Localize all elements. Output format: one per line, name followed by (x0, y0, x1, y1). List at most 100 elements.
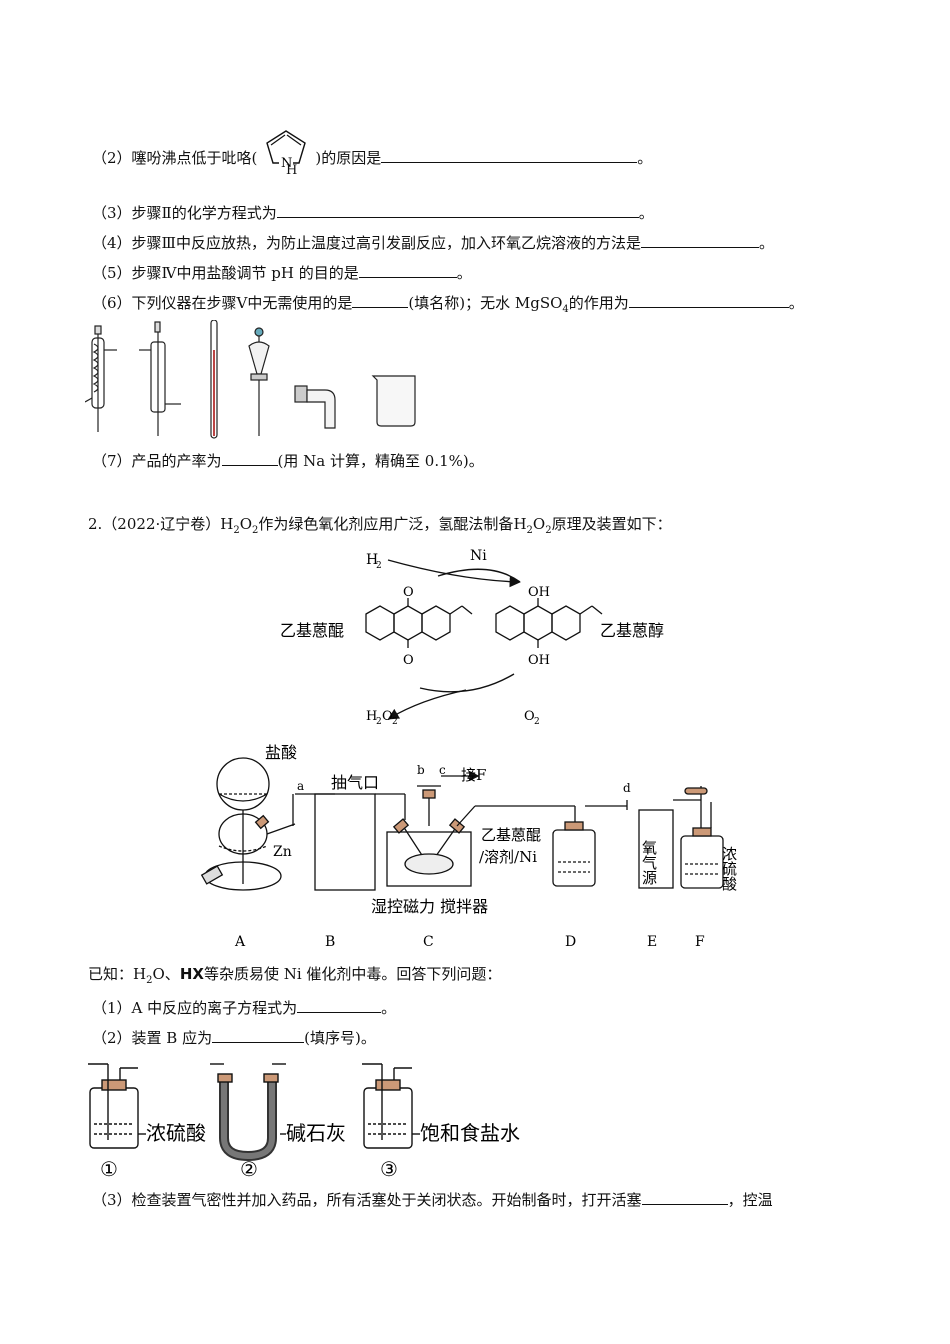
valve-c: c (439, 763, 446, 777)
letter-b: B (325, 934, 335, 950)
letter-c: C (423, 934, 434, 950)
q1-p2-text: （2）噻吩沸点低于吡咯( (92, 149, 258, 167)
answer-blank[interactable] (221, 451, 278, 466)
hcl-label: 盐酸 (265, 743, 297, 762)
q1-p6-mid2: 的作用为 (568, 294, 629, 312)
q2-p2-text: （2）装置 B 应为 (92, 1029, 213, 1047)
svg-text:2: 2 (534, 717, 540, 727)
answer-blank[interactable] (641, 233, 760, 248)
saline-bottle-icon (362, 1063, 420, 1149)
option-1-num: ① (100, 1157, 118, 1181)
q1-p7-end: (用 Na 计算，精确至 0.1%)。 (277, 452, 484, 470)
q2-p3-text: （3）检查装置气密性并加入药品，所有活塞处于关闭状态。开始制备时，打开活塞 (92, 1191, 642, 1209)
q1-part7: （7）产品的产率为 (用 Na 计算，精确至 0.1%)。 (92, 451, 484, 471)
h2o-formula: H2O (133, 965, 165, 986)
h2o2-formula: H2O2 (220, 515, 259, 536)
q1-part3: （3）步骤Ⅱ的化学方程式为 。 (92, 203, 654, 223)
q2-p1-text: （1）A 中反应的离子方程式为 (92, 999, 298, 1017)
separatory-funnel-icon (248, 327, 270, 436)
answer-blank[interactable] (276, 203, 639, 218)
pyrrole-n: N (281, 156, 292, 171)
q1-p4-text: （4）步骤Ⅲ中反应放热，为防止温度过高引发副反应，加入环氧乙烷溶液的方法是 (92, 234, 642, 252)
q1-part6: （6）下列仪器在步骤Ⅴ中无需使用的是(填名称)；无水 MgSO4的作用为。 (92, 293, 804, 320)
q1-p5-end: 。 (456, 264, 472, 282)
h2-sub: 2 (376, 561, 382, 571)
options-figure: 浓硫酸 碱石灰 饱和食盐水 ① ② ③ (88, 1063, 520, 1181)
hydroxyl-bot: OH (528, 653, 550, 668)
drying-vessel-b (314, 793, 376, 891)
q2-intro-text: 作为绿色氧化剂应用广泛，氢醌法制备 (258, 515, 514, 533)
apparatus-figure: 盐酸 a Zn 抽气口 b c 接F 乙基蒽醌 /溶剂/Ni d 氧气源 浓硫酸… (200, 743, 738, 950)
svg-text:2: 2 (376, 717, 382, 727)
acid-bottle-f (680, 786, 724, 889)
option-2-label: 碱石灰 (286, 1121, 346, 1145)
known-label: 已知： (88, 965, 134, 983)
valve-d: d (623, 781, 631, 795)
q2-part1: （1）A 中反应的离子方程式为。 (92, 998, 396, 1018)
ketone-o-top: O (403, 585, 414, 600)
q1-part5: （5）步骤Ⅳ中用盐酸调节 pH 的目的是 。 (92, 263, 472, 283)
q1-p2-text2: )的原因是 (315, 149, 382, 167)
reaction-scheme: H 2 Ni O O 乙基蒽醌 OH OH 乙基蒽醇 H 2 O 2 O 2 (280, 548, 664, 727)
wash-bottle-icon (88, 1063, 146, 1149)
q1-p7-text: （7）产品的产率为 (92, 452, 222, 470)
ketone-o-bot: O (403, 653, 414, 668)
answer-blank[interactable] (628, 293, 789, 308)
h2o2-product: H (366, 709, 377, 724)
letter-a: A (234, 934, 246, 950)
oxygen-source-label: 氧气源 (640, 840, 658, 885)
ethylanthraquinone-name: 乙基蒽醌 (280, 621, 344, 640)
q1-p6-text: （6）下列仪器在步骤Ⅴ中无需使用的是 (92, 294, 353, 312)
apparatus-letters: A B C D E F (234, 934, 705, 950)
thermometer-icon (210, 320, 218, 439)
answer-blank[interactable] (358, 263, 457, 278)
q2-source: 2.（2022·辽宁卷） (88, 515, 221, 533)
gas-bottle-d (552, 821, 596, 887)
q1-part4: （4）步骤Ⅲ中反应放热，为防止温度过高引发副反应，加入环氧乙烷溶液的方法是。 (92, 233, 774, 253)
q1-p3-text: （3）步骤Ⅱ的化学方程式为 (92, 204, 277, 222)
hydrogenation-arrow (387, 559, 521, 588)
ethylanthraquinone-structure (365, 598, 473, 648)
answer-blank[interactable] (641, 1190, 728, 1205)
letter-d: D (565, 934, 576, 950)
svg-text:2: 2 (392, 717, 398, 727)
straight-condenser-icon (139, 321, 181, 436)
o2-reagent: O (524, 709, 535, 724)
reaction-flask-c (386, 785, 476, 887)
svg-text:O: O (382, 709, 393, 724)
answer-blank[interactable] (381, 148, 638, 163)
answer-blank[interactable] (352, 293, 409, 308)
ethylanthrahydroquinone-structure (495, 598, 603, 648)
answer-blank[interactable] (297, 998, 382, 1013)
q1-p6-sub: 4 (562, 304, 569, 315)
zn-label: Zn (273, 844, 292, 860)
pyrrole-h: H (286, 163, 298, 178)
oxidation-arrow (387, 689, 467, 720)
q2-intro: 2.（2022·辽宁卷）H2O2作为绿色氧化剂应用广泛，氢醌法制备H2O2原理及… (88, 514, 672, 541)
beaker-icon (371, 375, 416, 427)
q2-p3-end: ，控温 (727, 1191, 773, 1209)
hydrogenation-arc (437, 568, 521, 583)
option-2-num: ② (240, 1157, 258, 1181)
q1-p2-end: 。 (637, 149, 653, 167)
adapter-icon (294, 385, 336, 429)
valve-a: a (297, 779, 304, 793)
pyrrole-structure: N (266, 130, 307, 171)
option-1-label: 浓硫酸 (146, 1121, 206, 1145)
reagent-label-2: /溶剂/Ni (479, 848, 537, 866)
q1-p3-end: 。 (638, 204, 654, 222)
q2-part2: （2）装置 B 应为(填序号)。 (92, 1028, 376, 1048)
q1-p6-end: 。 (788, 294, 804, 312)
answer-blank[interactable] (212, 1028, 305, 1043)
q1-p5-text: （5）步骤Ⅳ中用盐酸调节 pH 的目的是 (92, 264, 359, 282)
instruments-figure (85, 320, 416, 439)
conc-acid-label: 浓硫酸 (720, 846, 738, 891)
hx-formula: HX (179, 965, 204, 983)
ni-label: Ni (470, 548, 487, 564)
q2-part3: （3）检查装置气密性并加入药品，所有活塞处于关闭状态。开始制备时，打开活塞 ，控温 (92, 1190, 773, 1210)
valve-b: b (417, 763, 425, 777)
kipp-generator-icon (200, 757, 296, 891)
known-line: 已知：H2O、HX等杂质易使 Ni 催化剂中毒。回答下列问题： (88, 964, 501, 991)
option-3-num: ③ (380, 1157, 398, 1181)
oxygen-source-e (638, 809, 674, 889)
